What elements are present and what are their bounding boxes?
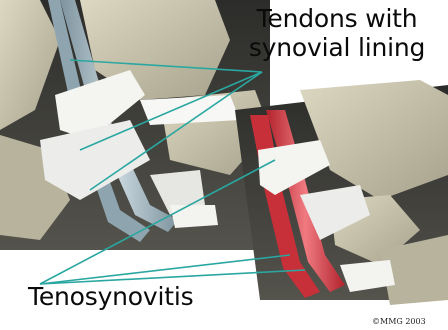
pointer-line-5 — [40, 255, 290, 284]
copyright-text: ©MMG 2003 — [372, 317, 426, 327]
tendons-label-line2: synovial lining — [226, 33, 448, 62]
tendons-label: Tendons with synovial lining — [226, 4, 448, 62]
tenosynovitis-label: Tenosynovitis — [28, 282, 193, 311]
tendon-end — [170, 205, 218, 228]
tendons-label-line1: Tendons with — [226, 4, 448, 33]
